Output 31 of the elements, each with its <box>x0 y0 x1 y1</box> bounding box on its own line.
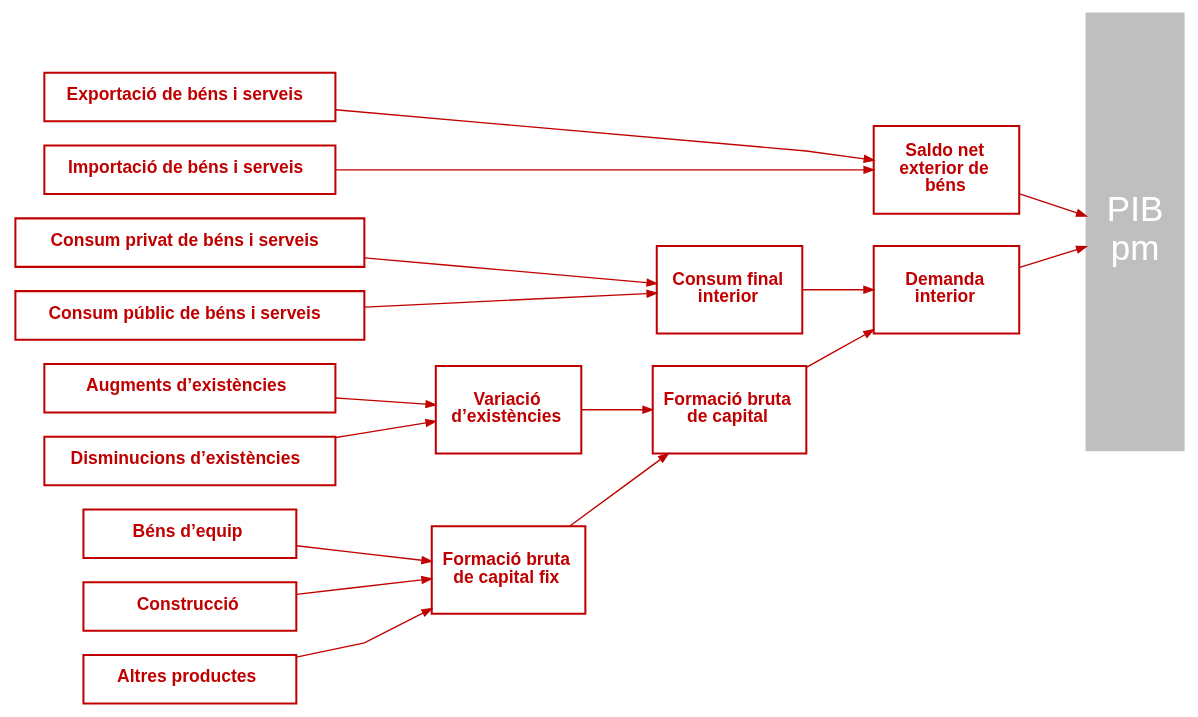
node-box: Saldo net exterior de béns <box>872 125 1020 215</box>
arrow <box>334 418 438 439</box>
node-box: Variació d’existències <box>434 364 582 455</box>
node-box: Consum privat de béns i serveis <box>13 217 365 268</box>
node-box: Consum públic de béns i serveis <box>13 290 365 341</box>
node-box: Demanda interior <box>872 245 1020 335</box>
node-box: Formació bruta de capital fix <box>430 525 586 615</box>
arrow <box>801 285 875 295</box>
arrow <box>1018 245 1088 269</box>
node-box: Consum final interior <box>655 245 803 335</box>
arrow <box>580 405 654 414</box>
arrow <box>334 109 876 163</box>
arrow <box>295 545 433 565</box>
arrow <box>334 397 438 409</box>
node-box: Augments d’existències <box>42 362 336 414</box>
node-box: Importació de béns i serveis <box>42 144 336 196</box>
node-box: Disminucions d’existències <box>42 435 336 487</box>
arrow <box>805 328 875 369</box>
node-box: Formació bruta de capital <box>651 364 807 455</box>
node-box: Construcció <box>81 581 297 632</box>
node-box: Exportació de béns i serveis <box>42 71 336 123</box>
arrow <box>363 257 659 287</box>
node-box: Béns d’equip <box>81 508 297 559</box>
node-box: Altres productes <box>81 653 297 705</box>
arrow <box>363 289 659 308</box>
arrow <box>568 452 670 527</box>
arrow <box>295 575 433 595</box>
arrow <box>295 607 433 658</box>
arrow <box>1018 193 1088 217</box>
arrow <box>334 165 876 175</box>
node-box: PIB pm <box>1085 12 1185 452</box>
